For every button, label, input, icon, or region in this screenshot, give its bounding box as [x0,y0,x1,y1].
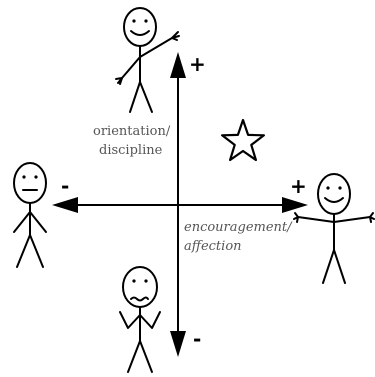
horizontal-axis-label-line1: encouragement/ [184,220,292,235]
figure-left-neutral [13,162,47,268]
star-icon [221,118,265,162]
vertical-axis [170,52,186,357]
horizontal-minus-sign: - [61,174,70,198]
figure-bottom-worried [119,266,161,373]
vertical-axis-label-line1: orientation/ [93,124,171,139]
horizontal-plus-sign: + [290,174,307,198]
arrow-up-icon [170,52,186,78]
arrow-down-icon [170,331,186,357]
arrow-right-icon [282,197,308,213]
vertical-minus-sign: - [193,327,202,351]
vertical-plus-sign: + [189,52,206,76]
arrow-left-icon [52,197,78,213]
figure-right-happy [293,173,375,284]
horizontal-axis [52,197,308,213]
vertical-axis-label-line2: discipline [99,143,163,158]
horizontal-axis-label-line2: affection [184,239,242,254]
figure-top-happy [115,7,180,113]
